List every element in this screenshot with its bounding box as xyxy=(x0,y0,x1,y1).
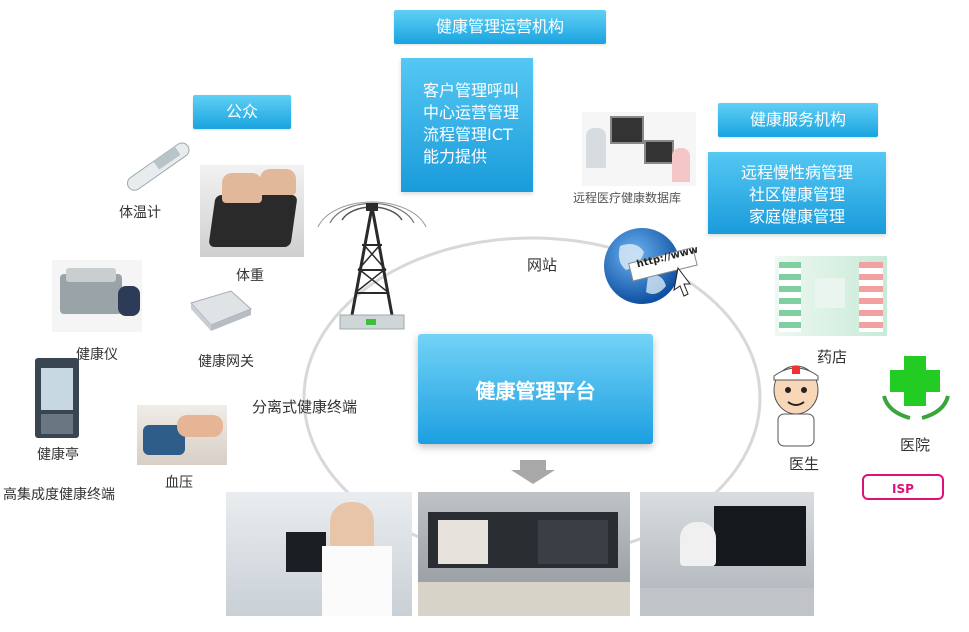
blood-pressure-image xyxy=(137,405,227,465)
service-org-line: 社区健康管理 xyxy=(748,185,845,204)
health-kiosk-label: 健康亭 xyxy=(37,447,79,463)
org-operator-line: 中心运营管理 xyxy=(423,103,520,122)
service-org-line: 远程慢性病管理 xyxy=(740,163,853,182)
org-operator-tag: 健康管理运营机构 xyxy=(394,10,606,44)
doctor-cartoon-icon xyxy=(773,365,819,447)
hospital-cross-icon xyxy=(882,356,950,420)
hospital-label: 医院 xyxy=(900,436,931,454)
photo-monitor-workstation xyxy=(640,492,814,616)
health-gateway-image xyxy=(190,290,252,331)
health-device-label: 健康仪 xyxy=(76,347,118,363)
separate-terminal-label: 分离式健康终端 xyxy=(252,398,358,416)
org-operator-line: 客户管理呼叫 xyxy=(423,81,520,100)
service-org-line: 家庭健康管理 xyxy=(748,207,845,226)
service-org-tag: 健康服务机构 xyxy=(718,103,878,137)
thermometer-icon xyxy=(126,142,190,191)
doctor-label: 医生 xyxy=(789,455,820,473)
down-arrow-icon xyxy=(511,460,555,484)
service-org-box: 远程慢性病管理 社区健康管理 家庭健康管理 xyxy=(708,152,886,234)
pharmacy-label: 药店 xyxy=(817,348,848,366)
pharmacy-image xyxy=(775,256,887,336)
health-kiosk-image xyxy=(35,358,79,438)
antenna-tower-icon xyxy=(317,201,427,330)
weight-label: 体重 xyxy=(236,268,264,284)
thermometer-label: 体温计 xyxy=(119,205,161,221)
photo-doctor-xray xyxy=(226,492,412,616)
public-tag: 公众 xyxy=(193,95,291,129)
org-operator-line: 流程管理ICT xyxy=(423,125,513,144)
photo-video-conference xyxy=(418,492,630,616)
org-operator-line: 能力提供 xyxy=(423,147,488,166)
telemedicine-image xyxy=(582,112,696,186)
website-label: 网站 xyxy=(527,256,558,274)
integrated-terminal-label: 高集成度健康终端 xyxy=(3,487,115,503)
blood-pressure-label: 血压 xyxy=(165,475,193,491)
weight-scale-image xyxy=(200,165,304,257)
org-operator-box: 客户管理呼叫 中心运营管理 流程管理ICT 能力提供 xyxy=(401,58,533,192)
isp-badge: ISP xyxy=(862,474,944,500)
health-platform-box: 健康管理平台 xyxy=(418,334,653,444)
health-device-image xyxy=(52,260,142,332)
globe-icon xyxy=(604,228,698,304)
telemedicine-db-label: 远程医疗健康数据库 xyxy=(573,191,682,205)
health-gateway-label: 健康网关 xyxy=(198,354,254,370)
